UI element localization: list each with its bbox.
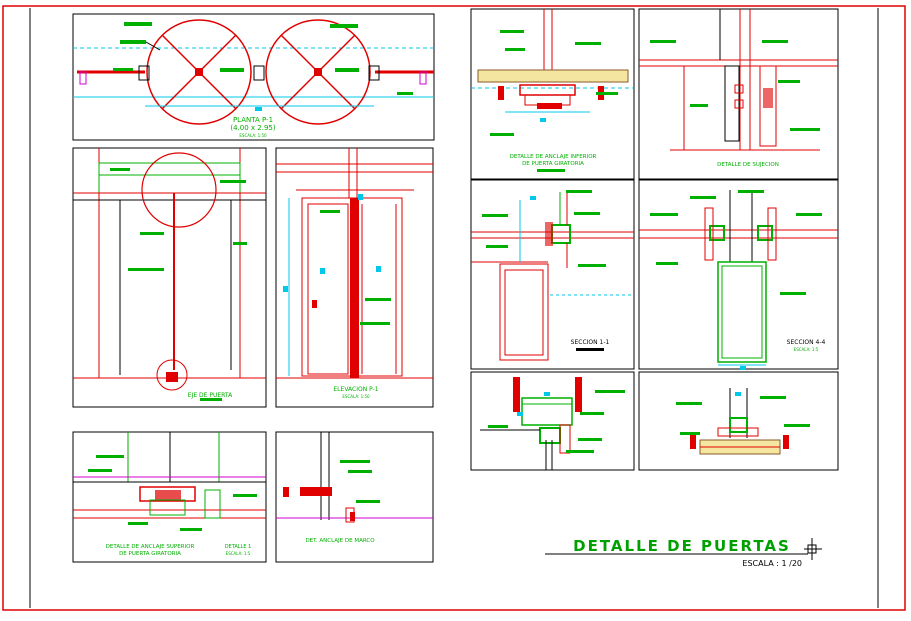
detail1-scale: ESCALA: 1:5 <box>226 551 251 556</box>
lower-anchor-title-2: DE PUERTA GIRATORIA <box>522 161 584 167</box>
section44-panel: SECCION 4-4 ESCALA: 1:5 <box>638 179 839 370</box>
axis-title: EJE DE PUERTA <box>188 392 233 399</box>
plan-scale: ESCALA: 1:50 <box>239 133 267 138</box>
elevation-panel: ELEVACION P-1 ESCALA: 1:50 <box>275 147 434 408</box>
small-detail-right-panel <box>638 371 839 471</box>
lower-anchor-title-1: DETALLE DE ANCLAJE INFERIOR <box>510 154 597 160</box>
elevation-title: ELEVACION P-1 <box>333 386 378 393</box>
upper-anchor-title-2: DE PUERTA GIRATORIA <box>119 551 181 557</box>
elevation-scale: ESCALA: 1:50 <box>342 394 370 399</box>
fastening-panel: DETALLE DE SUJECION <box>638 8 839 180</box>
upper-anchor-title-1: DETALLE DE ANCLAJE SUPERIOR <box>106 544 195 550</box>
section11-panel: SECCION 1-1 <box>470 179 635 370</box>
upper-anchor-panel: DETALLE DE ANCLAJE SUPERIOR DE PUERTA GI… <box>72 431 267 563</box>
small-detail-left-panel <box>470 371 635 471</box>
fastening-title: DETALLE DE SUJECION <box>717 162 779 168</box>
sheet-border-red <box>2 5 906 611</box>
frame-anchor-title: DET. ANCLAJE DE MARCO <box>305 538 375 544</box>
revolving-door-circle-left <box>146 19 252 125</box>
section11-title: SECCION 1-1 <box>571 339 610 346</box>
revolving-door-circle-right <box>265 19 371 125</box>
sheet-scale: ESCALA : 1 /20 <box>742 559 802 568</box>
detail1-title: DETALLE 1 <box>225 544 252 550</box>
axis-panel: EJE DE PUERTA <box>72 147 267 408</box>
frame-anchor-panel: DET. ANCLAJE DE MARCO <box>275 431 434 563</box>
plan-panel: PLANTA P-1 (4.00 x 2.95) ESCALA: 1:50 <box>72 13 435 141</box>
lower-anchor-panel: DETALLE DE ANCLAJE INFERIOR DE PUERTA GI… <box>470 8 635 180</box>
plan-dims: (4.00 x 2.95) <box>230 124 275 132</box>
title-block: DETALLE DE PUERTAS ESCALA : 1 /20 <box>545 537 822 568</box>
section44-title: SECCION 4-4 <box>787 339 826 346</box>
plan-title: PLANTA P-1 <box>233 116 273 124</box>
sheet-title: DETALLE DE PUERTAS <box>573 537 791 555</box>
section44-scale: ESCALA: 1:5 <box>794 347 819 352</box>
